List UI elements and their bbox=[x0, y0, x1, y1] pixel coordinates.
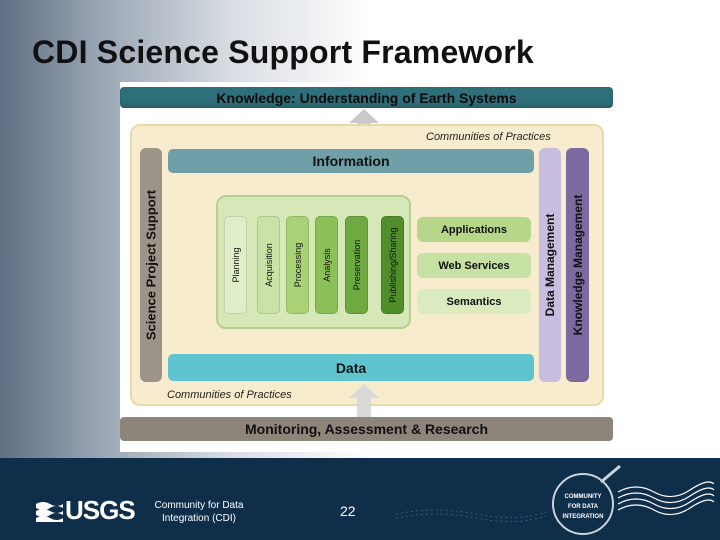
slide-title: CDI Science Support Framework bbox=[32, 34, 534, 70]
data-bar: Data bbox=[168, 354, 534, 381]
lifecycle-stage-processing: Processing bbox=[286, 216, 309, 314]
cdi-logo-line-3: INTEGRATION bbox=[563, 514, 604, 520]
cdi-footer-text: Community for Data Integration (CDI) bbox=[154, 500, 244, 524]
stage-label: Processing bbox=[292, 242, 303, 288]
stage-label: Analysis bbox=[321, 248, 332, 282]
lifecycle-stage-acquisition: Acquisition bbox=[257, 216, 280, 314]
usgs-wave-icon bbox=[36, 501, 63, 522]
service-semantics: Semantics bbox=[417, 289, 531, 314]
knowledge-management-bar: Knowledge Management bbox=[566, 148, 589, 382]
usgs-logo: USGS bbox=[36, 495, 136, 526]
service-applications: Applications bbox=[417, 217, 531, 242]
knowledge-management-label: Knowledge Management bbox=[570, 194, 585, 336]
arrow-up-icon bbox=[349, 384, 379, 398]
arrow-up-icon bbox=[349, 109, 379, 123]
stage-label: Planning bbox=[230, 247, 241, 283]
lifecycle-stage-planning: Planning bbox=[224, 216, 247, 314]
lifecycle-stage-publishing-sharing: Publishing/Sharing bbox=[381, 216, 404, 314]
monitoring-bar: Monitoring, Assessment & Research bbox=[120, 417, 613, 441]
lifecycle-stage-preservation: Preservation bbox=[345, 216, 368, 314]
cdi-logo-line-2: FOR DATA bbox=[568, 504, 599, 510]
usgs-logo-text: USGS bbox=[65, 495, 136, 525]
communities-label-bottom: Communities of Practices bbox=[167, 389, 292, 401]
stage-label: Publishing/Sharing bbox=[387, 227, 398, 303]
stage-label: Acquisition bbox=[263, 243, 274, 287]
knowledge-bar: Knowledge: Understanding of Earth System… bbox=[120, 87, 613, 108]
framework-diagram: Knowledge: Understanding of Earth System… bbox=[120, 82, 614, 452]
data-lifecycle-panel bbox=[216, 195, 411, 329]
footer-bar bbox=[0, 458, 720, 540]
communities-label-top: Communities of Practices bbox=[426, 131, 551, 143]
lifecycle-stage-analysis: Analysis bbox=[315, 216, 338, 314]
cdi-logo: COMMUNITY FOR DATA INTEGRATION bbox=[396, 464, 715, 535]
data-management-label: Data Management bbox=[543, 213, 557, 317]
science-project-support-label: Science Project Support bbox=[143, 189, 159, 341]
arrow-stem bbox=[357, 398, 371, 417]
information-bar: Information bbox=[168, 149, 534, 173]
cdi-logo-line-1: COMMUNITY bbox=[565, 494, 602, 500]
service-web-services: Web Services bbox=[417, 253, 531, 278]
data-management-bar: Data Management bbox=[539, 148, 561, 382]
page-number: 22 bbox=[340, 503, 356, 519]
stage-label: Preservation bbox=[351, 239, 362, 291]
science-project-support-bar: Science Project Support bbox=[140, 148, 162, 382]
